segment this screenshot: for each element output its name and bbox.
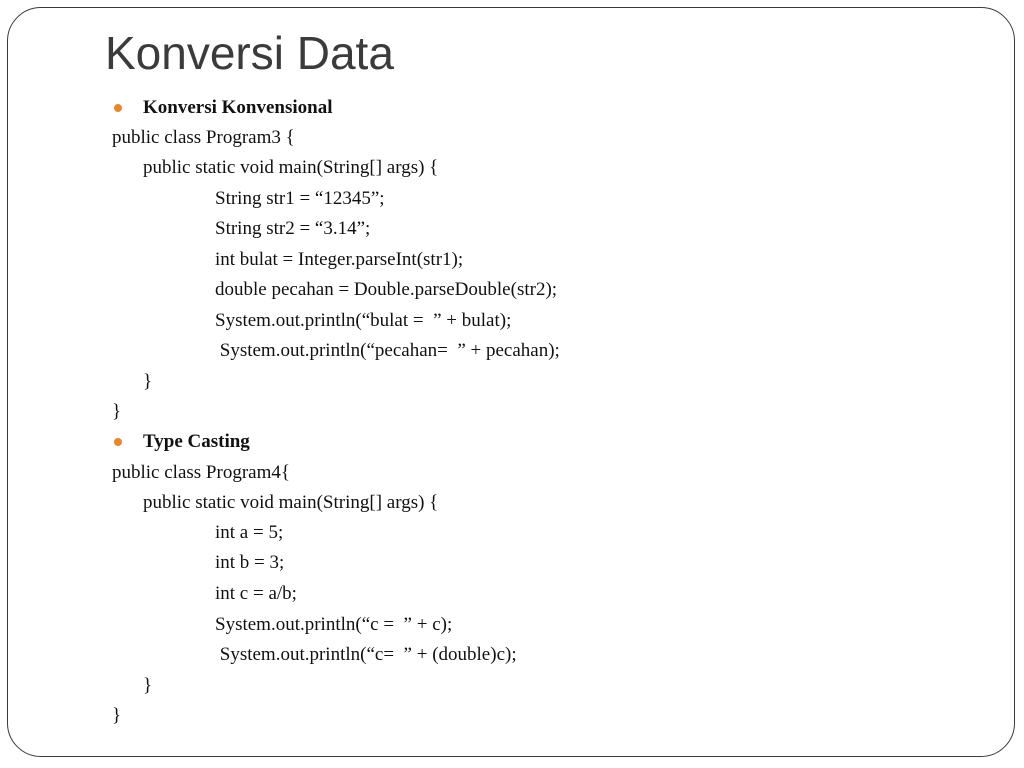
section-heading: Type Casting xyxy=(143,431,250,452)
bullet-icon xyxy=(114,438,122,446)
bullet-icon xyxy=(114,104,122,112)
code-line: String str2 = “3.14”; xyxy=(215,218,371,239)
code-line: System.out.println(“c = ” + c); xyxy=(215,614,453,635)
code-line: public static void main(String[] args) { xyxy=(143,492,439,513)
code-line: System.out.println(“bulat = ” + bulat); xyxy=(215,310,512,331)
code-line: } xyxy=(112,401,122,422)
code-line: } xyxy=(112,705,122,726)
code-line: String str1 = “12345”; xyxy=(215,188,385,209)
code-line: int b = 3; xyxy=(215,552,285,573)
slide-title: Konversi Data xyxy=(105,27,394,79)
code-line: int c = a/b; xyxy=(215,583,297,604)
code-line: public class Program4{ xyxy=(112,462,290,483)
code-line: int a = 5; xyxy=(215,522,284,543)
code-line: System.out.println(“pecahan= ” + pecahan… xyxy=(215,340,560,361)
code-line: int bulat = Integer.parseInt(str1); xyxy=(215,249,464,270)
code-line: } xyxy=(143,371,153,392)
code-line: public class Program3 { xyxy=(112,127,295,148)
code-line: } xyxy=(143,675,153,696)
code-line: System.out.println(“c= ” + (double)c); xyxy=(215,644,517,665)
slide-frame xyxy=(7,7,1015,757)
code-line: double pecahan = Double.parseDouble(str2… xyxy=(215,279,558,300)
code-line: public static void main(String[] args) { xyxy=(143,157,439,178)
section-heading: Konversi Konvensional xyxy=(143,97,333,118)
